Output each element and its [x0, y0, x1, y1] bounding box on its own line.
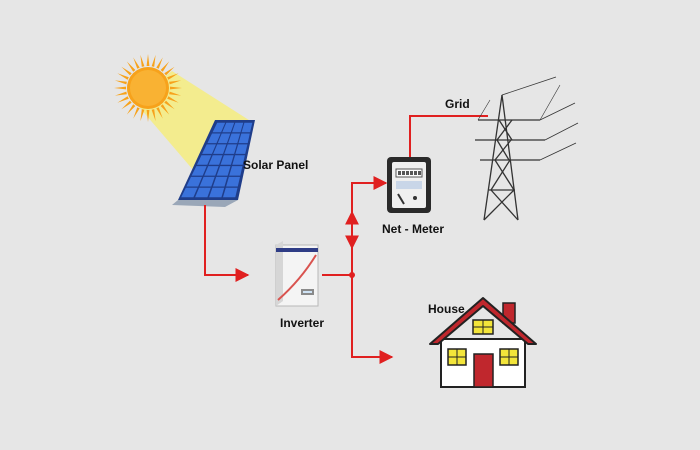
house-icon: [429, 297, 537, 388]
net-meter-label: Net - Meter: [382, 222, 445, 236]
house-label: House: [428, 302, 465, 316]
wire-meter-to-grid: [409, 115, 488, 158]
solar-panel-icon: [172, 120, 255, 207]
inverter-icon: [275, 241, 319, 307]
wiring: [204, 115, 488, 364]
sun-icon: [114, 54, 182, 122]
inverter-label: Inverter: [280, 316, 325, 330]
net-meter-icon: [387, 157, 431, 213]
grid-tower-icon: [475, 76, 579, 221]
wire-panel-to-inverter: [204, 205, 250, 282]
wire-to-meter: [351, 176, 388, 275]
solar-panel-label: Solar Panel: [243, 158, 309, 172]
wire-to-house: [351, 275, 394, 364]
grid-label: Grid: [445, 97, 470, 111]
